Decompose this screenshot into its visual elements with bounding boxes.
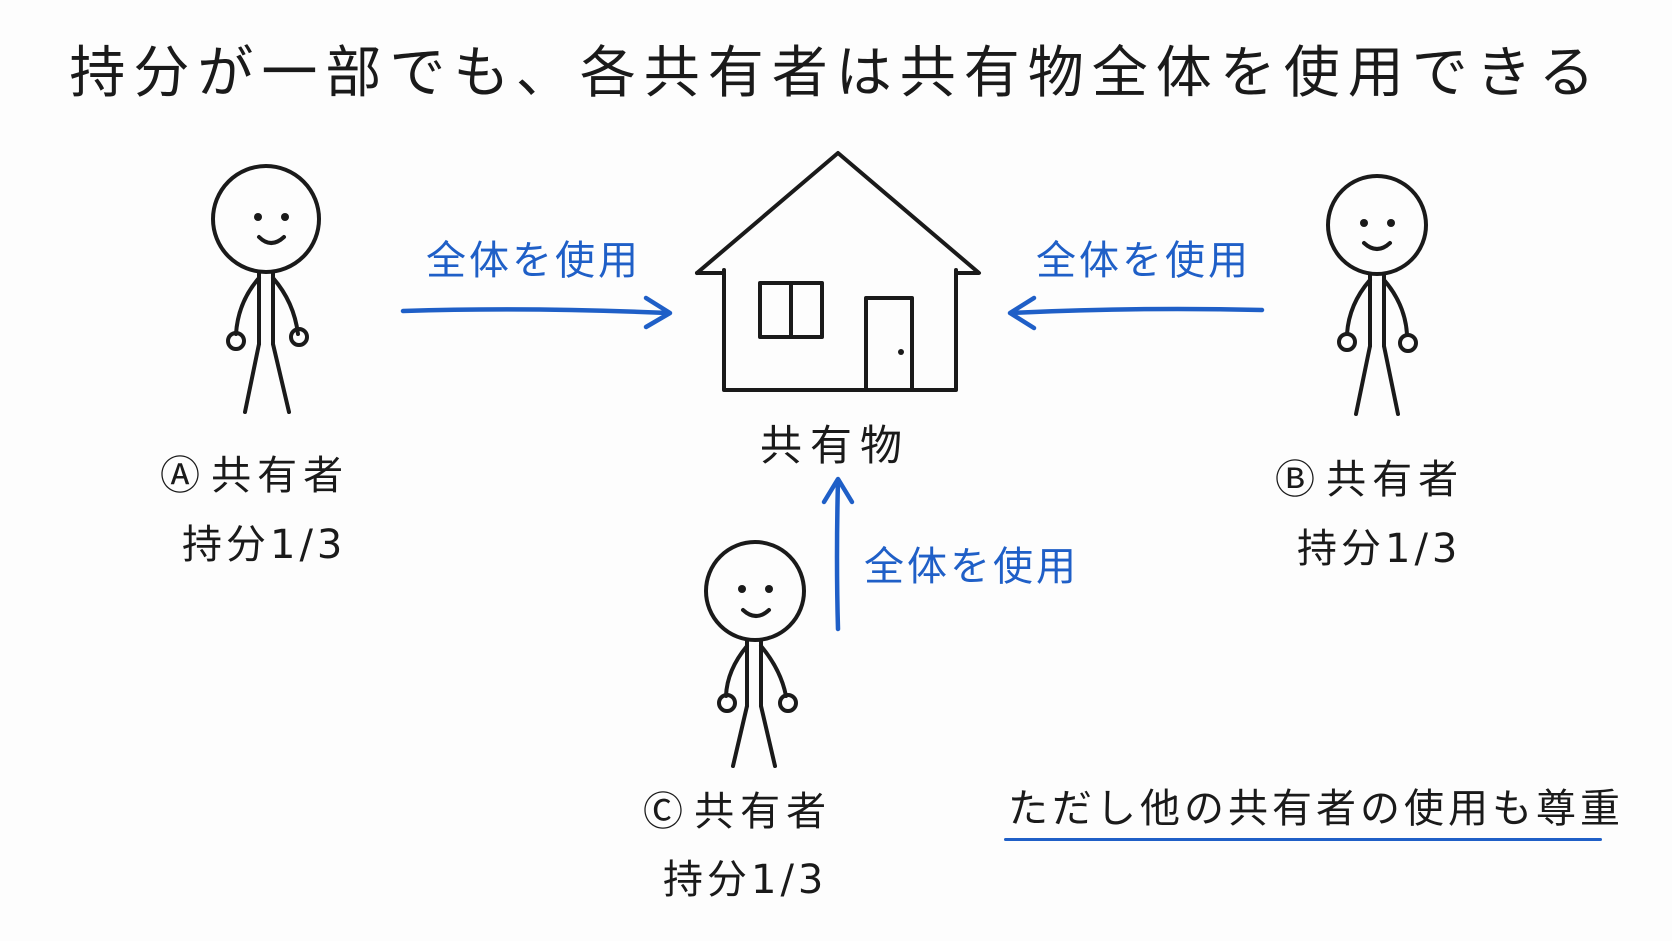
owner-a-share: 持分1/3 [182, 522, 347, 568]
house-door [864, 296, 914, 392]
arrow-c-label: 全体を使用 [864, 544, 1079, 590]
house-icon [695, 151, 981, 392]
arrow-a-label: 全体を使用 [426, 238, 641, 284]
house-label: 共有物 [760, 421, 911, 470]
house-door-knob [898, 349, 904, 355]
stick-figure-a-icon [211, 164, 321, 414]
owner-c-role: 共有者 [694, 789, 833, 835]
arrow-c-to-house [821, 476, 855, 632]
owner-b-name: Ⓑ 共有者 [1275, 447, 1464, 505]
owner-c-mark: Ⓒ [643, 789, 689, 835]
arrow-b-to-house [1007, 295, 1265, 331]
owner-a-name: Ⓐ 共有者 [160, 443, 349, 501]
owner-c-share: 持分1/3 [663, 857, 828, 903]
stick-figure-c-icon [704, 540, 806, 768]
stick-figure-b-icon [1326, 174, 1428, 416]
note-underline [1004, 838, 1602, 841]
diagram-title: 持分が一部でも、各共有者は共有物全体を使用できる [69, 41, 1603, 106]
house-roof [695, 151, 981, 275]
arrow-a-to-house [400, 295, 673, 330]
owner-b-role: 共有者 [1326, 457, 1465, 503]
owner-a-mark: Ⓐ [160, 453, 206, 499]
arrow-b-label: 全体を使用 [1036, 238, 1251, 284]
owner-b-share: 持分1/3 [1297, 526, 1462, 572]
owner-b-mark: Ⓑ [1275, 457, 1321, 503]
house-walls [722, 268, 958, 392]
owner-c-name: Ⓒ 共有者 [643, 779, 832, 837]
owner-a-role: 共有者 [211, 453, 350, 499]
note-text: ただし他の共有者の使用も尊重 [1008, 786, 1624, 832]
